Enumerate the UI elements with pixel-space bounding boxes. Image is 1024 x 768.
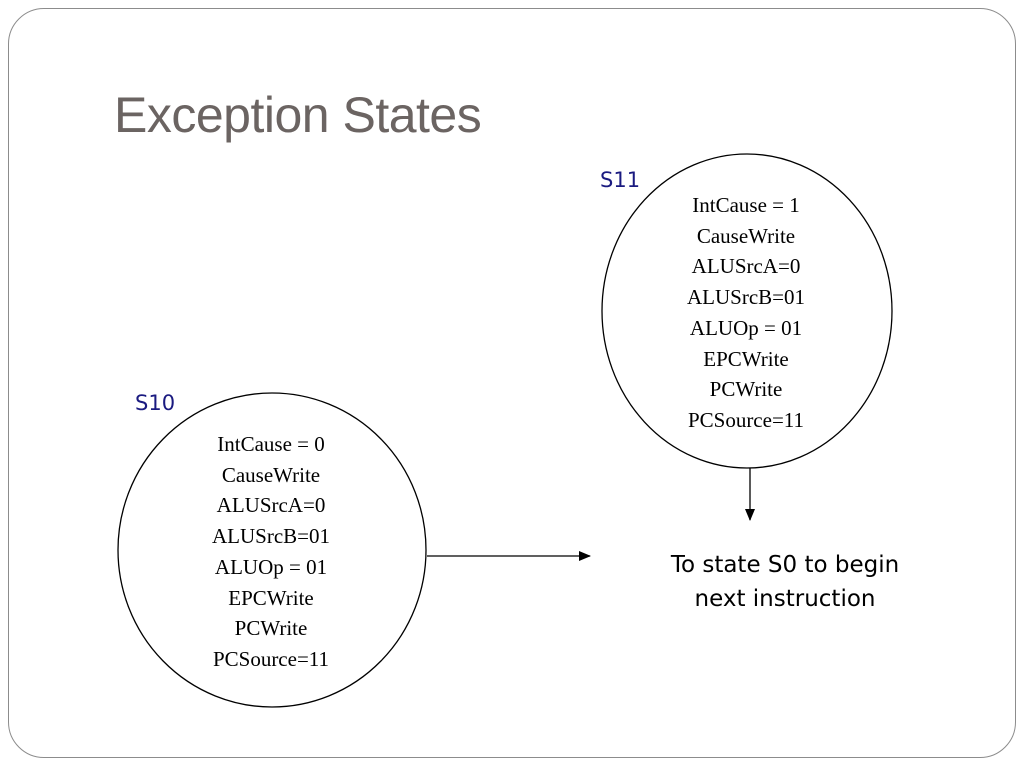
state-s11-action: ALUSrcA=0: [691, 254, 801, 279]
next-state-line: To state S0 to begin: [670, 552, 900, 578]
state-s10-action: EPCWrite: [228, 585, 314, 610]
state-s11-circle: [601, 153, 893, 469]
state-s11-action: PCSource=11: [687, 407, 805, 432]
state-s10-actions: IntCause = 0 CauseWrite ALUSrcA=0 ALUSrc…: [171, 429, 371, 675]
state-s10-action: IntCause = 0: [217, 432, 325, 456]
state-s11-label: S11: [600, 168, 641, 192]
state-s11-action: EPCWrite: [703, 346, 789, 371]
state-s10-action: ALUSrcB=01: [211, 524, 330, 549]
state-s11-action: ALUOp = 01: [689, 315, 803, 340]
state-s10-action: PCSource=11: [212, 646, 330, 671]
state-s10-action: PCWrite: [234, 616, 308, 641]
state-s10-circle: [117, 392, 427, 708]
state-s11-action: PCWrite: [709, 377, 783, 402]
state-s10-action: CauseWrite: [221, 462, 321, 487]
state-s10-action: ALUSrcA=0: [216, 493, 326, 518]
slide-title: Exception States: [114, 87, 482, 143]
state-s11-action: IntCause = 1: [692, 193, 800, 217]
state-s11-action: CauseWrite: [696, 223, 796, 248]
state-s11-action: ALUSrcB=01: [686, 285, 805, 310]
next-state-line: next instruction: [694, 586, 876, 612]
next-state-note: To state S0 to begin next instruction: [630, 548, 940, 616]
state-s10-label: S10: [135, 391, 176, 415]
state-s11-actions: IntCause = 1 CauseWrite ALUSrcA=0 ALUSrc…: [646, 190, 846, 436]
slide-frame: [8, 8, 1016, 758]
state-s10-action: ALUOp = 01: [214, 554, 328, 579]
